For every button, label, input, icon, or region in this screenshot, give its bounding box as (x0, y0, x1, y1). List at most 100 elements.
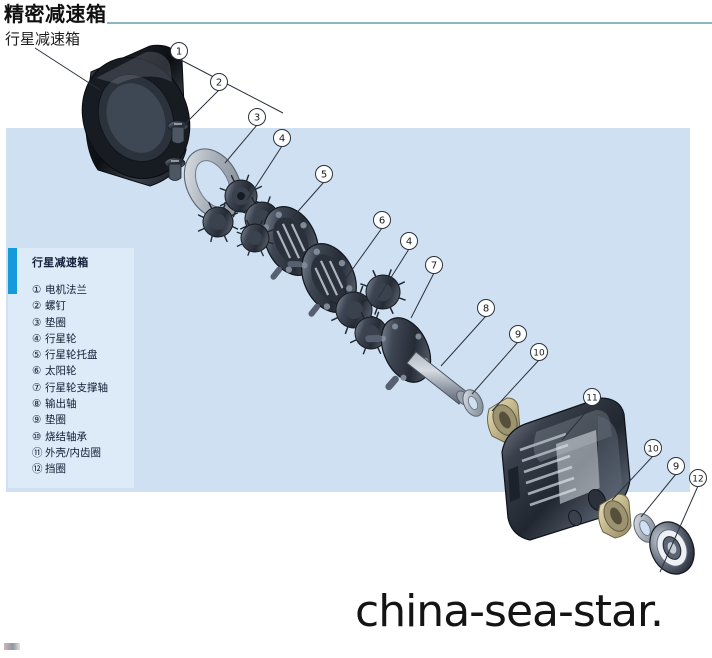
callout-bubble (315, 165, 333, 183)
callout-number: 9 (673, 462, 679, 473)
legend-item-label: 太阳轮 (45, 365, 77, 378)
legend-title: 行星减速箱 (32, 256, 89, 269)
callout-number: 12 (692, 475, 703, 485)
legend-item-label: 螺钉 (45, 300, 66, 313)
callout-number: 3 (254, 113, 260, 124)
callout-number: 1 (176, 47, 182, 58)
legend-item-number: ⑨ (32, 414, 42, 427)
callout-leader-line (377, 248, 410, 299)
callout-leader-line (343, 227, 383, 282)
callout-7: 7 (410, 256, 443, 319)
part-housing-ring-gear (501, 397, 631, 541)
part-planet-gear-set-2 (329, 269, 406, 355)
legend-item-label: 烧结轴承 (45, 430, 87, 443)
callout-leader-line (659, 485, 699, 573)
callout-number: 5 (321, 170, 327, 181)
callout-bubble (273, 129, 291, 147)
callout-leader-line (440, 315, 487, 367)
callout-leader-line (292, 181, 325, 218)
legend-item-number: ② (32, 300, 42, 313)
watermark-text: china-sea-star. (355, 586, 664, 637)
callout-leader-line (410, 272, 435, 319)
callout-number: 2 (216, 78, 222, 89)
callout-bubble (530, 343, 548, 361)
page-subtitle: 行星减速箱 (5, 30, 81, 48)
callout-number: 4 (279, 134, 285, 145)
callout-bubble (509, 325, 527, 343)
callout-8: 8 (440, 299, 495, 367)
legend-item-label: 输出轴 (45, 398, 77, 411)
legend-item-number: ⑪ (32, 446, 43, 459)
subtitle-leader-line (34, 47, 101, 91)
callout-number: 10 (533, 349, 545, 359)
legend-item-label: 垫圈 (45, 316, 66, 329)
callout-10: 10 (491, 343, 548, 412)
callout-bubble (400, 232, 418, 250)
callout-10: 10 (611, 439, 662, 501)
callout-6: 6 (343, 211, 391, 282)
part-sintered-bearing-10b (598, 493, 632, 539)
callout-9: 9 (471, 325, 527, 395)
callout-leader-line (491, 359, 540, 412)
legend-item-number: ⑦ (32, 381, 42, 394)
callout-leader-line (640, 473, 677, 518)
callout-3: 3 (224, 108, 266, 164)
callout-bubble (248, 108, 266, 126)
callout-number: 4 (406, 237, 412, 248)
title-rule (107, 22, 712, 24)
legend-item-number: ⑫ (32, 463, 43, 476)
callout-leader-line (471, 341, 519, 395)
legend-item-label: 外壳/内齿圈 (45, 446, 102, 459)
callout-number: 8 (483, 304, 489, 315)
callout-number: 7 (431, 261, 437, 272)
callout-number: 10 (647, 445, 659, 455)
callout-4: 4 (246, 129, 291, 201)
callout-leader-line (178, 58, 284, 114)
legend-item-label: 挡圈 (45, 463, 66, 476)
part-screw-lower (164, 157, 186, 181)
callout-bubble (644, 439, 662, 457)
callout-number: 6 (379, 216, 385, 227)
callout-leader-line (246, 145, 283, 201)
legend-item-label: 行星轮 (45, 332, 77, 345)
callout-4: 4 (377, 232, 418, 299)
legend-item-label: 垫圈 (45, 414, 66, 427)
callout-9: 9 (640, 457, 685, 518)
callout-bubble (477, 299, 495, 317)
legend-item-number: ① (32, 284, 42, 296)
callout-5: 5 (292, 165, 333, 218)
callout-bubble (373, 211, 391, 229)
callout-bubble (170, 42, 188, 60)
legend-item-number: ④ (32, 332, 42, 345)
callout-leader-line (180, 89, 220, 129)
callout-leader-line (561, 404, 593, 441)
callout-11: 11 (561, 388, 601, 441)
part-washer-9a (462, 389, 484, 417)
callout-1: 1 (170, 42, 284, 114)
part-retaining-ring (649, 521, 695, 575)
part-screw-upper (167, 120, 189, 144)
page-title: 精密减速箱 (4, 2, 107, 26)
callout-number: 9 (515, 330, 521, 341)
part-sintered-bearing-10a (487, 397, 521, 443)
callout-leader-line (611, 455, 654, 501)
callout-bubble (689, 469, 707, 487)
callout-bubble (210, 73, 228, 91)
legend-item-label: 电机法兰 (45, 284, 87, 296)
